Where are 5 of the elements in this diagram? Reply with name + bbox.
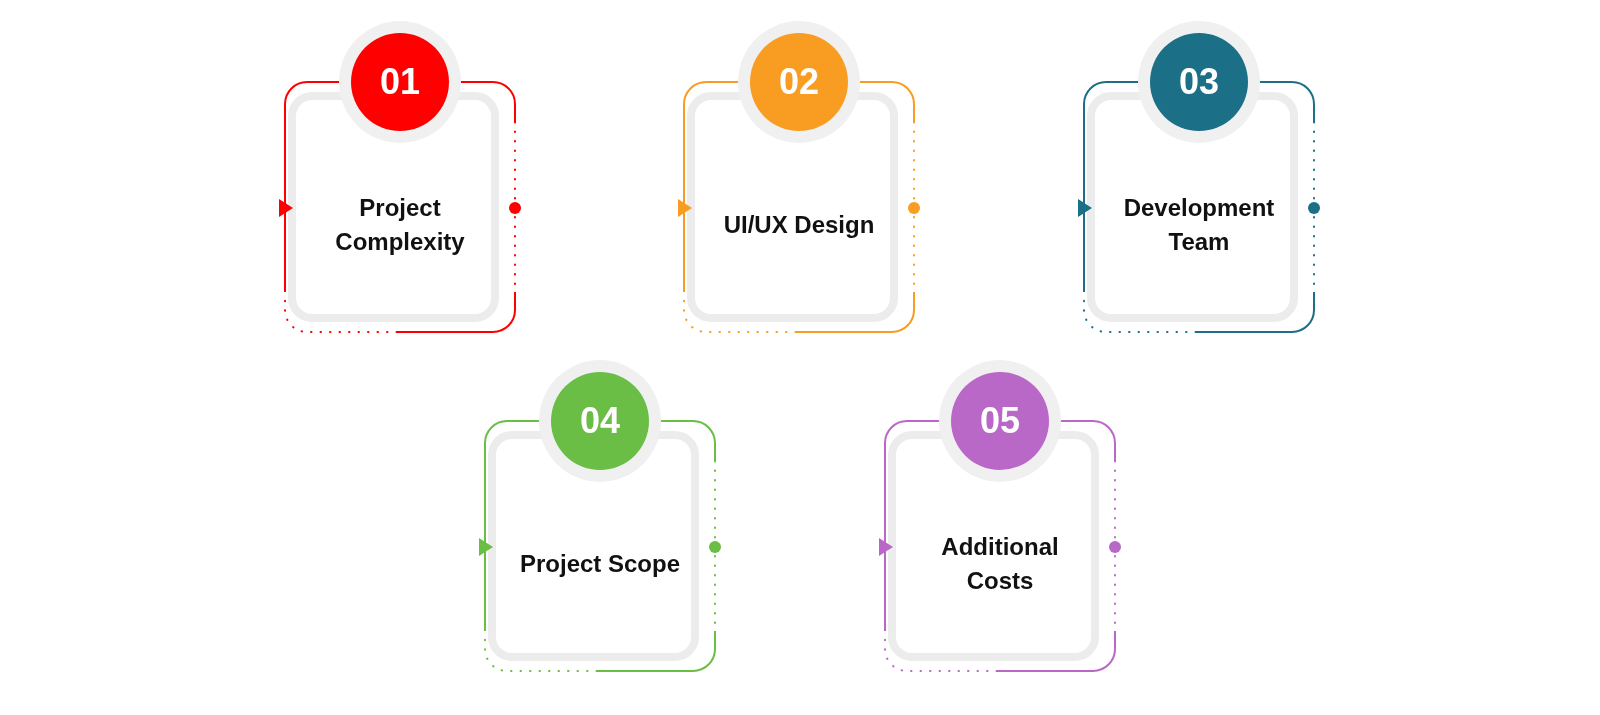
step-title: Project Scope bbox=[519, 549, 681, 580]
step-title: Additional Costs bbox=[940, 532, 1060, 596]
step-title: Development Team bbox=[1122, 193, 1276, 257]
step-title: UI/UX Design bbox=[723, 210, 875, 241]
step-title: Project Complexity bbox=[334, 193, 466, 257]
